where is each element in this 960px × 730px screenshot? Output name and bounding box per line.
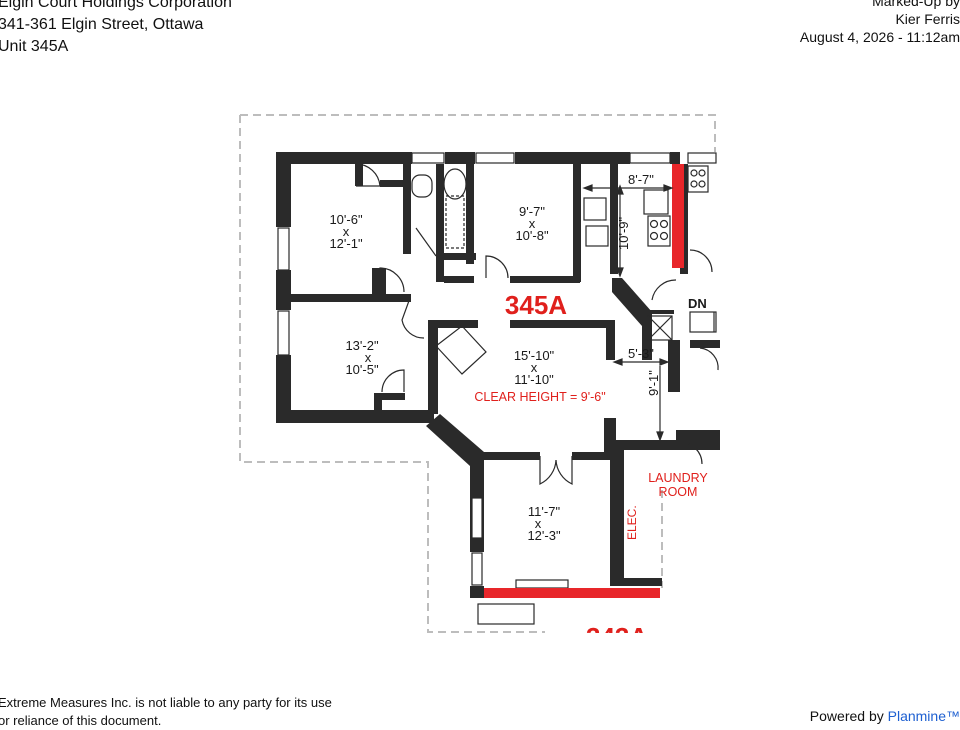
kitchen-width-dim: 8'-7" <box>628 172 654 187</box>
room-2-x: x <box>529 216 536 231</box>
walls <box>276 152 720 598</box>
brand-link[interactable]: Planmine™ <box>887 708 960 724</box>
unit-number: Unit 345A <box>0 38 69 55</box>
laundry-room-label-2: ROOM <box>659 485 698 499</box>
room-1-x: x <box>343 224 350 239</box>
room-3-width: 13'-2" <box>345 338 379 353</box>
room-1-height: 12'-1" <box>329 236 363 251</box>
header-project-info: Elgin Court Holdings Corporation 341-361… <box>0 0 232 58</box>
closet-box-icon <box>647 315 673 341</box>
room-3-x: x <box>365 350 372 365</box>
toilet-icon <box>443 168 467 200</box>
disclaimer-line-2: or reliance of this document. <box>0 713 162 728</box>
marked-up-by-name: Kier Ferris <box>895 11 960 27</box>
hall-height-dim: 9'-1" <box>646 370 661 396</box>
door-swings <box>355 163 719 485</box>
red-markup-walls <box>484 164 684 598</box>
room-5-x: x <box>535 516 542 531</box>
disclaimer-line-1: Extreme Measures Inc. is not liable to a… <box>0 695 332 710</box>
property-address: 341-361 Elgin Street, Ottawa <box>0 16 204 33</box>
disclaimer: Extreme Measures Inc. is not liable to a… <box>0 694 332 730</box>
room-4-width: 15'-10" <box>514 348 555 363</box>
powered-by-label: Powered by <box>809 708 884 724</box>
kitchen-height-dim: 10'-9" <box>616 216 631 250</box>
stove-icon <box>647 215 671 247</box>
room-4-height: 11'-10" <box>514 372 554 387</box>
windows <box>277 152 717 589</box>
clear-height-label: CLEAR HEIGHT = 9'-6" <box>474 390 605 404</box>
room-2-height: 10'-8" <box>515 228 549 243</box>
header-markup-info: Marked-Up by Kier Ferris August 4, 2026 … <box>800 0 960 46</box>
dimension-lines <box>582 184 674 442</box>
electrical-room-label: ELEC. <box>625 505 639 540</box>
hall-width-dim: 5'-3" <box>628 346 654 361</box>
marked-up-by-label: Marked-Up by <box>872 0 960 9</box>
room-2-width: 9'-7" <box>519 204 545 219</box>
fixtures <box>411 165 717 625</box>
cabinet-icon <box>435 325 487 375</box>
laundry-room-label: LAUNDRY <box>648 471 708 485</box>
room-4-x: x <box>531 360 538 375</box>
unit-boundary-outline <box>239 114 716 633</box>
room-3-height: 10'-5" <box>345 362 379 377</box>
markup-date: August 4, 2026 - 11:12am <box>799 29 960 45</box>
room-5-height: 12'-3" <box>527 528 561 543</box>
kitchen-sink-icon <box>583 197 607 221</box>
unit-label: 345A <box>505 290 567 320</box>
plan-crop-mask <box>0 633 960 720</box>
fridge-icon <box>643 189 669 215</box>
powered-by: Powered by Planmine™ <box>810 707 960 725</box>
sink-icon <box>411 174 433 198</box>
shower-icon <box>445 195 465 249</box>
room-1-width: 10'-6" <box>329 212 363 227</box>
company-name: Elgin Court Holdings Corporation <box>0 0 232 11</box>
stairs-down-label: DN <box>688 296 707 311</box>
room-labels: 10'-6" x 12'-1" 9'-7" x 10'-8" 13'-2" x … <box>329 172 706 543</box>
room-5-width: 11'-7" <box>528 504 561 519</box>
